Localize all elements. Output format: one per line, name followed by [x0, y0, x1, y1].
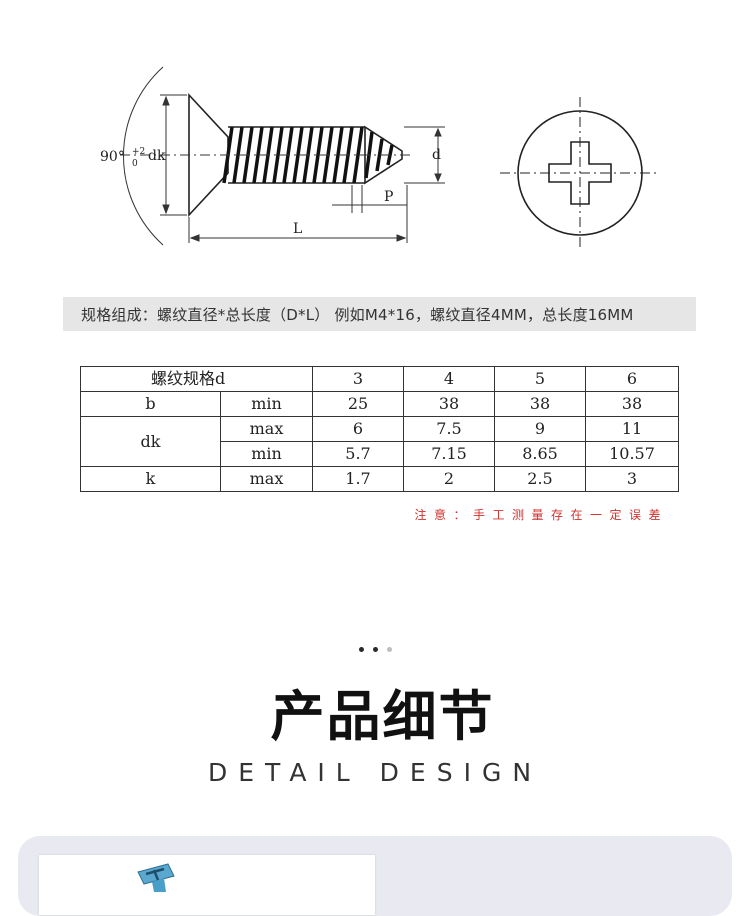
- value-cell: 11: [585, 416, 679, 442]
- value-cell: 10.57: [585, 441, 679, 467]
- phillips-cross: [548, 141, 612, 205]
- value-cell: 5.7: [312, 441, 404, 467]
- value-cell: 7.5: [403, 416, 495, 442]
- size-cell: 5: [494, 366, 586, 392]
- param-qualifier: min: [220, 441, 313, 467]
- value-cell: 38: [585, 391, 679, 417]
- size-cell: 3: [312, 366, 404, 392]
- value-cell: 7.15: [403, 441, 495, 467]
- param-qualifier: max: [220, 466, 313, 492]
- value-cell: 8.65: [494, 441, 586, 467]
- l-label: L: [293, 221, 302, 237]
- value-cell: 3: [585, 466, 679, 492]
- dot: [359, 647, 364, 652]
- table-row: dk max 6 7.5 9 11: [80, 416, 679, 467]
- table-row: min 5.7 7.15 8.65 10.57: [81, 441, 679, 467]
- size-cell: 4: [403, 366, 495, 392]
- value-cell: 38: [494, 391, 586, 417]
- section-subtitle: DETAIL DESIGN: [207, 758, 543, 787]
- d-label: d: [432, 147, 441, 163]
- table-row: k max 1.7 2 2.5 3: [80, 466, 679, 492]
- detail-image-card: [39, 855, 375, 915]
- p-label: P: [384, 189, 393, 205]
- table-header-row: 螺纹规格d 3 4 5 6: [80, 366, 679, 392]
- value-cell: 6: [312, 416, 404, 442]
- angle-label: 90°: [100, 149, 125, 165]
- param-name: k: [80, 466, 221, 492]
- value-cell: 1.7: [312, 466, 404, 492]
- section-dots: [359, 647, 392, 652]
- tolerance-zero-label: 0: [132, 159, 138, 169]
- table-row: b min 25 38 38 38: [80, 391, 679, 417]
- head-top-view: [500, 97, 660, 249]
- spec-table: 螺纹规格d 3 4 5 6 b min 25 38 38 38 dk max 6…: [80, 366, 679, 492]
- dot: [373, 647, 378, 652]
- tolerance-plus-label: +2: [132, 147, 145, 157]
- dot: [387, 647, 392, 652]
- value-cell: 25: [312, 391, 404, 417]
- param-name: dk: [80, 416, 221, 467]
- dk-label: dk: [148, 148, 166, 164]
- screw-head: [188, 92, 229, 218]
- section-title: 产品细节: [270, 685, 495, 748]
- size-cell: 6: [585, 366, 679, 392]
- value-cell: 2.5: [494, 466, 586, 492]
- screw-icon: [137, 863, 175, 892]
- thread-spec-header: 螺纹规格d: [80, 366, 313, 392]
- value-cell: 38: [403, 391, 495, 417]
- param-qualifier: min: [220, 391, 313, 417]
- measurement-note: 注意：手工测量存在一定误差: [414, 508, 668, 522]
- value-cell: 2: [403, 466, 495, 492]
- value-cell: 9: [494, 416, 586, 442]
- screw-dimension-drawing: 90° +2 0 dk d P L: [100, 66, 660, 249]
- spec-composition-bar: 规格组成：螺纹直径*总长度（D*L） 例如M4*16，螺纹直径4MM，总长度16…: [63, 297, 696, 331]
- param-name: b: [80, 391, 221, 417]
- param-qualifier: max: [220, 416, 313, 442]
